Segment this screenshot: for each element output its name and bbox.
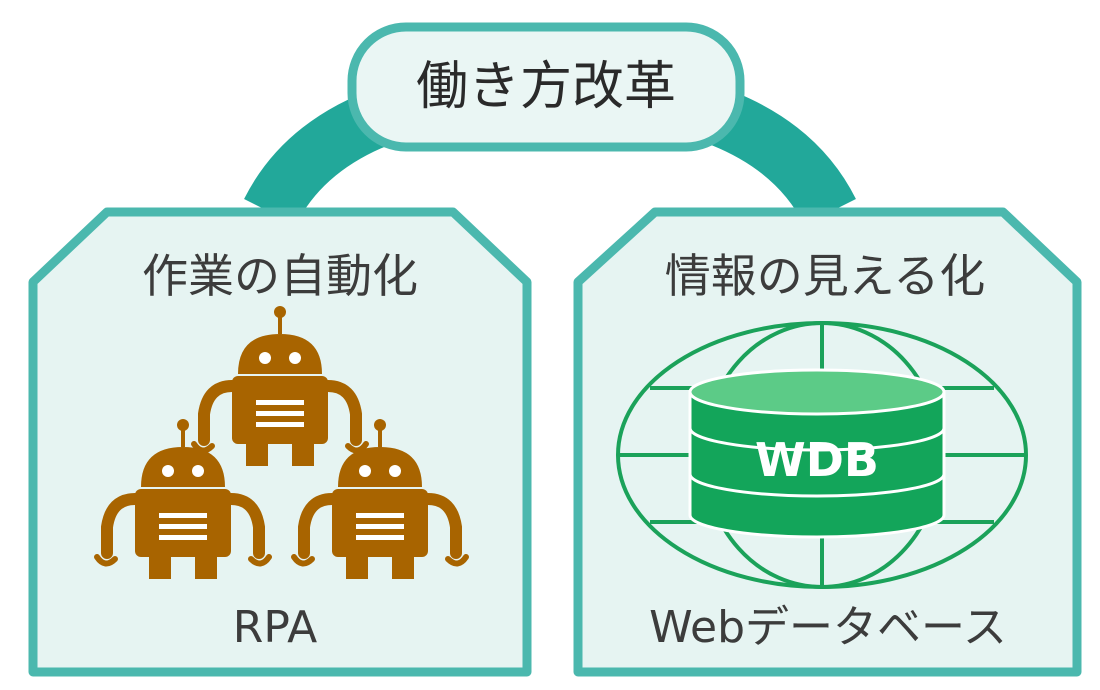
panel-visualization: 情報の見える化 WDB Webデータベース	[573, 207, 1082, 677]
globe-database-icon: WDB	[616, 321, 1028, 589]
panel-automation: 作業の自動化 RPA	[28, 207, 532, 677]
panel-heading: 作業の自動化	[142, 249, 418, 303]
panel-heading: 情報の見える化	[665, 249, 986, 303]
database-label: WDB	[755, 433, 879, 487]
diagram-title: 働き方改革	[416, 57, 676, 117]
database-icon: WDB	[688, 368, 946, 539]
panel-caption: RPA	[233, 602, 317, 653]
panel-caption: Webデータベース	[649, 602, 1007, 653]
title-pill: 働き方改革	[347, 22, 745, 152]
